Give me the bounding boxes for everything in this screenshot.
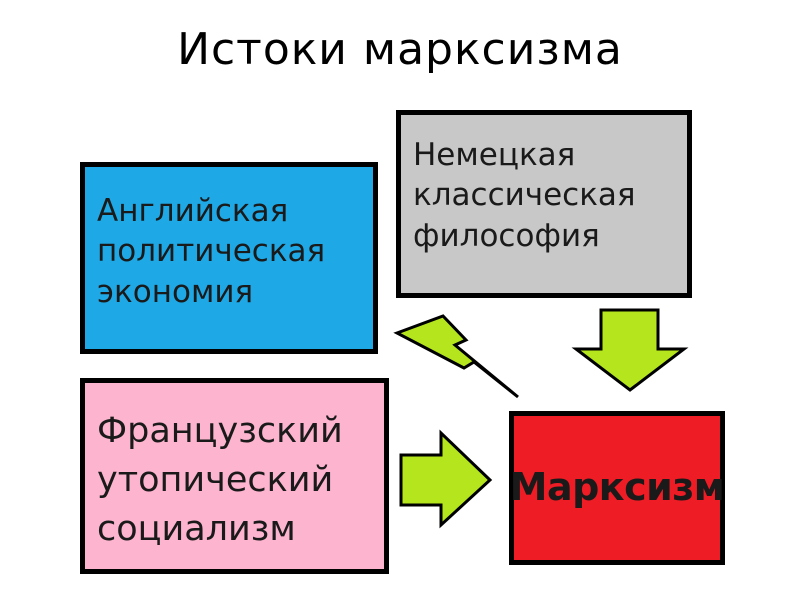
german-line-2: классическая [413,177,636,214]
german-line-3: философия [413,217,600,254]
english-line-2: политическая [97,233,326,270]
marxism-label: Марксизм [509,465,725,510]
english-political-economy-box: Английская политическая экономия [80,162,378,354]
english-line-1: Английская [97,193,289,229]
lightning-arrow-icon [393,314,519,399]
french-utopian-socialism-box: Французский утопический социализм [80,378,389,574]
french-line-1: Французский [97,411,343,451]
french-line-2: утопический [97,460,334,500]
down-arrow-icon [571,308,689,392]
marxism-box: Марксизм [509,411,725,565]
french-line-3: социализм [97,509,296,549]
page-title: Истоки марксизма [177,24,623,75]
german-classical-philosophy-box: Немецкая классическая философия [396,110,692,298]
english-line-3: экономия [97,273,254,310]
right-arrow-icon [399,429,493,529]
german-line-1: Немецкая [413,137,576,173]
